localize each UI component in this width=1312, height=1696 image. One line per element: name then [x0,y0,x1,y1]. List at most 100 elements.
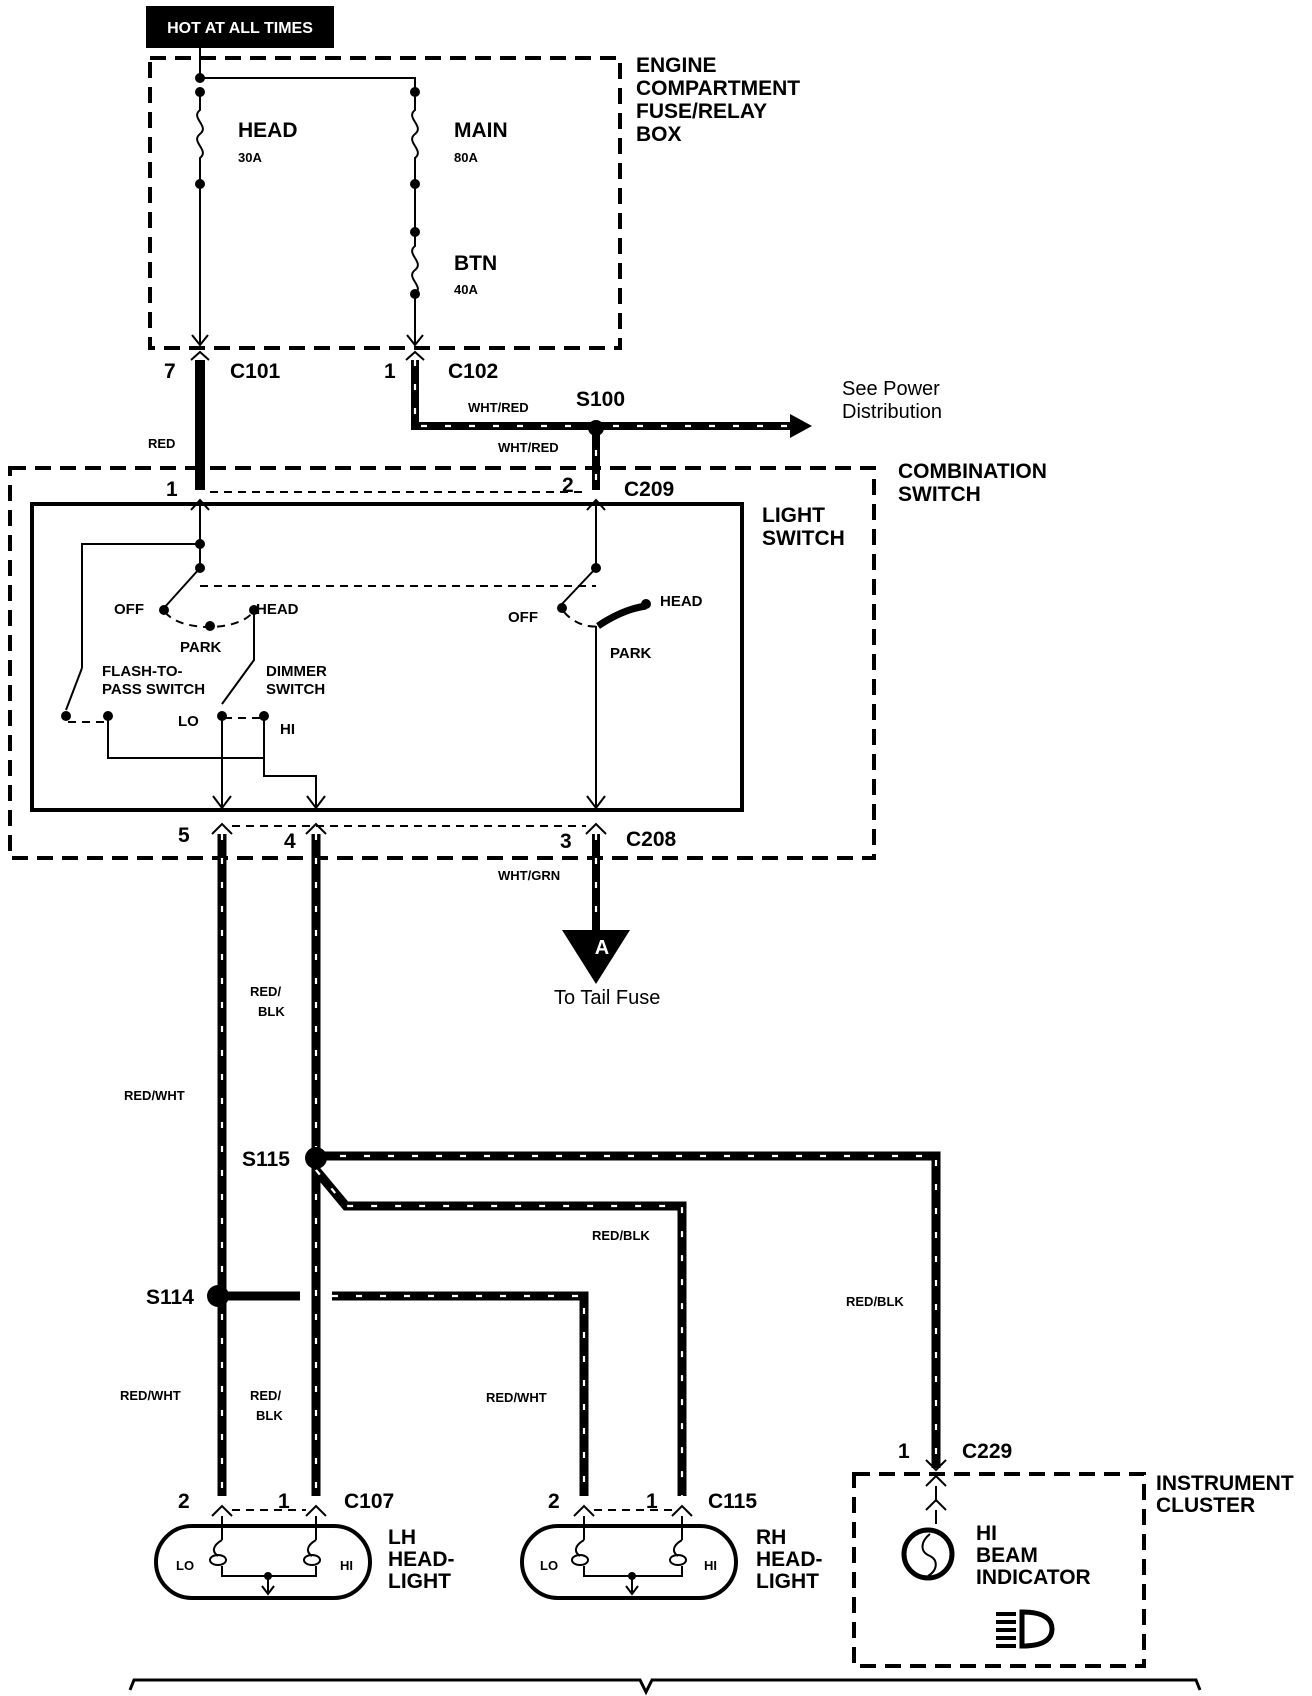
head-fuse-symbol [196,92,204,184]
red-blk-label-1a: RED/ [250,984,281,999]
fuse-box-label-3: FUSE/RELAY [636,100,767,123]
c107-pin-1: 1 [278,1490,290,1513]
flash-label-1: FLASH-TO- [102,663,183,680]
power-dist-line-1: See Power [842,378,940,400]
tail-fuse-label: To Tail Fuse [554,987,660,1009]
instrument-cluster-label-2: CLUSTER [1156,1494,1255,1517]
lh-headlight-label-3: LIGHT [388,1570,451,1593]
light-switch-label-2: SWITCH [762,527,845,550]
red-blk-label-1b: BLK [258,1004,285,1019]
c107-label: C107 [344,1490,394,1513]
c102-pin: 1 [384,360,396,383]
wht-red-label-1: WHT/RED [468,400,529,415]
red-wht-wire: RED/WHT RED/WHT [120,834,227,1496]
s114-label: S114 [146,1286,194,1309]
left-park-label: PARK [180,639,222,656]
connector-c209: 1 2 C209 [166,474,674,511]
s114-branch: S114 RED/WHT [146,1285,589,1496]
hot-at-all-times-tag: HOT AT ALL TIMES [146,6,334,48]
high-beam-symbol-icon [996,1609,1055,1649]
main-fuse-rating: 80A [454,150,478,165]
wht-grn-wire: A WHT/GRN To Tail Fuse [498,834,660,1009]
c208-pin-4: 4 [284,830,296,853]
main-fuse-name: MAIN [454,119,508,142]
s115-branches: S115 RED/BLK RED/BLK [242,1147,941,1496]
right-head-label: HEAD [660,593,703,610]
red-wht-label-2: RED/WHT [120,1388,181,1403]
wht-red-wire: WHT/RED WHT/RED S100 See Power Distribut… [411,360,942,490]
power-dist-line-2: Distribution [842,401,942,423]
c115-pin-1: 1 [646,1490,658,1513]
lh-headlight-label-2: HEAD- [388,1548,455,1571]
c209-pin-2: 2 [562,474,574,497]
red-wht-label-3: RED/WHT [486,1390,547,1405]
light-switch: LIGHT SWITCH OFF HEAD PARK FLASH-TO- PAS… [30,500,845,812]
c107-pin-2: 2 [178,1490,190,1513]
lh-hi-label: HI [340,1558,353,1573]
instrument-cluster: INSTRUMENT CLUSTER HI BEAM INDICATOR [852,1472,1294,1668]
fuse-box-label-4: BOX [636,123,682,146]
hi-label: HI [280,721,295,738]
red-blk-label-4: RED/BLK [846,1294,904,1309]
light-switch-label-1: LIGHT [762,504,825,527]
tail-fuse-ref: A [595,937,609,959]
main-fuse-symbol [411,92,419,184]
btn-fuse-symbol [411,232,419,345]
wht-grn-label: WHT/GRN [498,868,560,883]
c101-pin: 7 [164,360,176,383]
rh-headlight-label-3: LIGHT [756,1570,819,1593]
c229-pin: 1 [898,1440,910,1463]
rh-headlight-label-1: RH [756,1526,786,1549]
rh-headlight: LO HI RH HEAD- LIGHT [520,1516,823,1600]
left-switch-blade [163,567,201,609]
head-fuse-name: HEAD [238,119,298,142]
combination-switch-label-1: COMBINATION [898,460,1047,483]
instrument-cluster-label-1: INSTRUMENT [1156,1472,1294,1495]
flash-label-2: PASS SWITCH [102,681,205,698]
c208-label: C208 [626,828,677,851]
connector-c107: 2 1 C107 [178,1490,394,1517]
btn-fuse-name: BTN [454,252,497,275]
c115-pin-2: 2 [548,1490,560,1513]
red-blk-label-2a: RED/ [250,1388,281,1403]
connector-c102: 1 C102 [384,334,498,383]
c229-label: C229 [962,1440,1012,1463]
c208-pin-3: 3 [560,830,572,853]
combination-switch-label-2: SWITCH [898,483,981,506]
c208-pin-5: 5 [178,824,190,847]
lh-headlight-label-1: LH [388,1526,416,1549]
lh-headlight: LO HI LH HEAD- LIGHT [154,1516,455,1600]
wht-red-label-2: WHT/RED [498,440,559,455]
connector-c229: 1 C229 [898,1440,1012,1487]
left-head-label: HEAD [256,601,299,618]
s115-label: S115 [242,1148,290,1171]
c115-label: C115 [708,1490,757,1513]
rh-lo-label: LO [540,1558,558,1573]
right-off-label: OFF [508,609,538,626]
hi-beam-bulb-icon [901,1527,955,1581]
btn-fuse-rating: 40A [454,282,478,297]
dimmer-label-1: DIMMER [266,663,327,680]
c209-pin-1: 1 [166,478,178,501]
left-off-label: OFF [114,601,144,618]
combination-switch: COMBINATION SWITCH [8,460,1047,860]
indicator-label-3: INDICATOR [976,1566,1091,1589]
dimmer-label-2: SWITCH [266,681,325,698]
c209-label: C209 [624,478,674,501]
connector-c101: 7 C101 [164,334,281,383]
fuse-relay-box: ENGINE COMPARTMENT FUSE/RELAY BOX HEAD 3… [148,30,800,350]
red-wht-label-1: RED/WHT [124,1088,185,1103]
indicator-label-1: HI [976,1522,997,1545]
connector-c115: 2 1 C115 [548,1490,757,1517]
lh-lo-label: LO [176,1558,194,1573]
head-fuse-rating: 30A [238,150,262,165]
lo-label: LO [178,713,199,730]
fuse-box-label-2: COMPARTMENT [636,77,800,100]
s100-label: S100 [576,388,625,411]
indicator-label-2: BEAM [976,1544,1038,1567]
bottom-brace [128,1678,1202,1696]
c101-label: C101 [230,360,281,383]
red-blk-label-3: RED/BLK [592,1228,650,1243]
rh-hi-label: HI [704,1558,717,1573]
